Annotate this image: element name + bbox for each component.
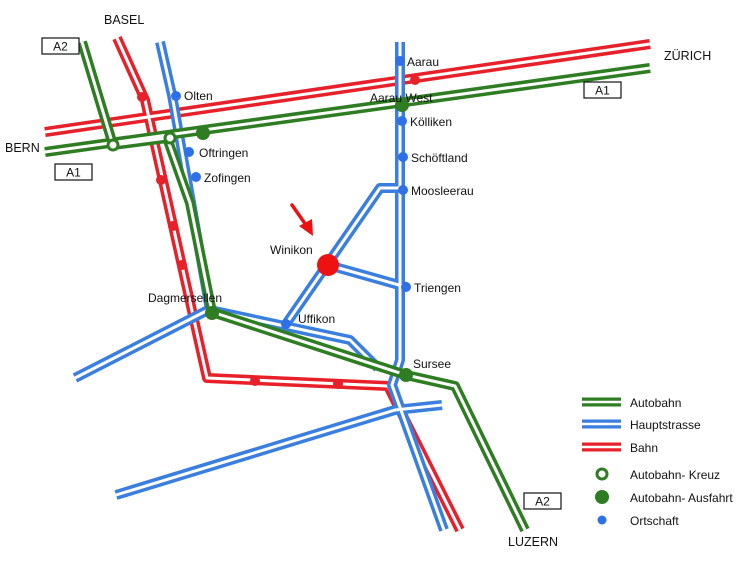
place-dot-oftringen <box>184 147 194 157</box>
place-dot-triengen <box>401 282 411 292</box>
legend-label: Hauptstrasse <box>630 418 701 432</box>
label-schoftland: Schöftland <box>411 151 468 165</box>
route-shields: A2 A1 A1 A2 <box>41 37 622 510</box>
exit-icon <box>196 126 210 140</box>
rail-station <box>137 92 147 102</box>
exit-icon <box>595 490 609 504</box>
place-dot-kolliken <box>397 116 407 126</box>
rail-station <box>333 379 343 389</box>
legend-item-kreuz: Autobahn- Kreuz <box>595 467 720 482</box>
direction-basel: BASEL <box>104 13 144 27</box>
label-winikon: Winikon <box>270 243 313 257</box>
motorway-interchanges <box>106 131 177 152</box>
place-dots <box>171 56 411 329</box>
legend-item-hauptstrasse: Hauptstrasse <box>582 418 701 432</box>
motorway-exits <box>196 98 413 382</box>
legend-label: Autobahn- Ausfahrt <box>630 491 733 505</box>
rail-stations <box>137 75 420 389</box>
legend-item-ortschaft: Ortschaft <box>597 514 679 528</box>
label-zofingen: Zofingen <box>204 171 251 185</box>
legend-label: Autobahn- Kreuz <box>630 468 720 482</box>
rail-station <box>156 175 166 185</box>
shield-label: A1 <box>595 84 610 98</box>
interchange-icon <box>163 131 177 145</box>
direction-zurich: ZÜRICH <box>664 49 711 63</box>
arrow-down-right-icon <box>290 203 313 236</box>
winikon-target-marker <box>317 254 339 276</box>
shield-a1-left: A1 <box>54 163 93 181</box>
label-oftringen: Oftringen <box>199 146 248 160</box>
legend-label: Autobahn <box>630 396 681 410</box>
place-dot-uffikon <box>281 319 291 329</box>
direction-labels: BASEL ZÜRICH BERN LUZERN <box>5 13 711 549</box>
label-uffikon: Uffikon <box>298 312 335 326</box>
exit-icon <box>399 368 413 382</box>
place-dot-zofingen <box>191 172 201 182</box>
label-kolliken: Kölliken <box>410 115 452 129</box>
place-dot-schoftland <box>398 152 408 162</box>
label-sursee: Sursee <box>413 357 451 371</box>
legend-item-bahn: Bahn <box>582 441 658 455</box>
shield-label: A2 <box>53 40 68 54</box>
rail-station <box>410 75 420 85</box>
direction-bern: BERN <box>5 141 40 155</box>
legend-label: Ortschaft <box>630 514 679 528</box>
legend-item-autobahn: Autobahn <box>582 396 681 410</box>
exit-icon <box>395 98 409 112</box>
label-dagmersellen: Dagmersellen <box>148 291 222 305</box>
label-moosleerau: Moosleerau <box>411 184 474 198</box>
rail-station <box>250 376 260 386</box>
label-aarau-west: Aarau West <box>370 91 433 105</box>
legend-item-ausfahrt: Autobahn- Ausfahrt <box>595 490 733 505</box>
place-dot-moosleerau <box>398 185 408 195</box>
shield-a2-top: A2 <box>41 37 80 55</box>
direction-luzern: LUZERN <box>508 535 558 549</box>
exit-icon <box>205 306 219 320</box>
label-aarau: Aarau <box>407 55 439 69</box>
motorways <box>44 40 651 533</box>
place-dot-aarau <box>395 56 405 66</box>
interchange-icon <box>595 467 609 481</box>
place-labels: Aarau Aarau West Kölliken Schöftland Moo… <box>148 55 474 371</box>
label-triengen: Triengen <box>414 281 461 295</box>
legend-label: Bahn <box>630 441 658 455</box>
legend: Autobahn Hauptstrasse Bahn Autobahn- Kre… <box>582 396 733 528</box>
place-dot-icon <box>597 515 607 525</box>
shield-label: A2 <box>535 495 550 509</box>
rail-station <box>177 260 187 270</box>
shield-label: A1 <box>66 166 81 180</box>
rail-station <box>168 221 178 231</box>
place-dot-olten <box>171 91 181 101</box>
label-olten: Olten <box>184 89 213 103</box>
shield-a2-bottom: A2 <box>523 492 562 510</box>
shield-a1-right: A1 <box>583 81 622 99</box>
interchange-icon <box>106 138 120 152</box>
